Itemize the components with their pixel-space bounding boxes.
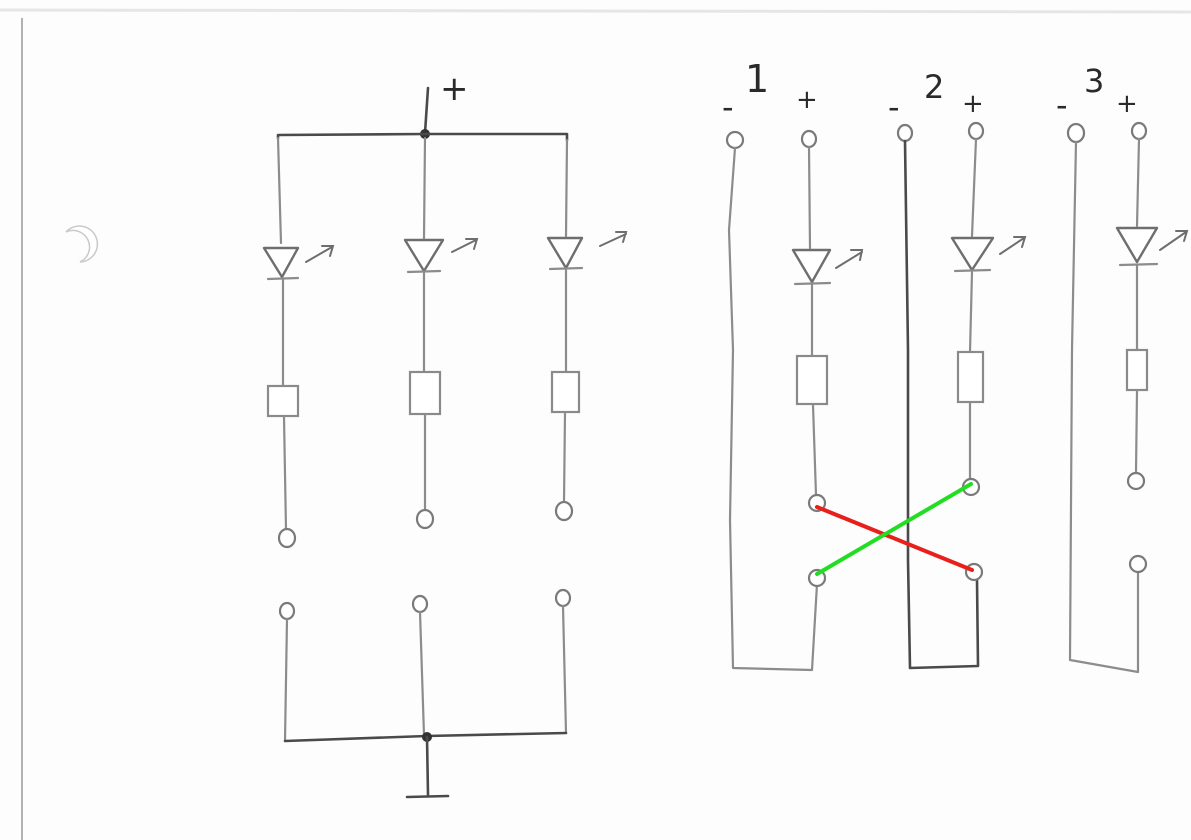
wire bbox=[283, 617, 289, 743]
strip-3-plus-terminal bbox=[1130, 121, 1148, 141]
light-arrow-icon bbox=[305, 245, 335, 263]
terminal bbox=[554, 588, 572, 608]
wire bbox=[418, 610, 426, 737]
strip-3: 3 - + bbox=[1056, 62, 1189, 674]
terminal bbox=[411, 594, 429, 614]
light-arrow-icon bbox=[1159, 230, 1189, 251]
supply-plus-label: + bbox=[440, 69, 469, 109]
strip-1-lower-jumper-terminal bbox=[807, 568, 827, 588]
strip-1-minus-label: - bbox=[722, 88, 734, 126]
top-bus bbox=[276, 132, 569, 142]
wire bbox=[970, 137, 978, 238]
diode-icon bbox=[1115, 226, 1159, 264]
diode-icon bbox=[403, 238, 445, 273]
wire bbox=[811, 403, 818, 497]
strip-2-plus-terminal bbox=[967, 121, 985, 141]
strip-3-minus-label: - bbox=[1056, 86, 1068, 124]
wire bbox=[1134, 389, 1139, 474]
strip-3-plus-label: + bbox=[1116, 89, 1138, 119]
wire bbox=[807, 145, 812, 250]
diode-bar bbox=[548, 266, 584, 271]
paper-top-edge bbox=[0, 8, 1191, 14]
wire bbox=[564, 138, 569, 238]
right-circuit: 1 - + 2 - + bbox=[722, 57, 1189, 674]
strip-1-number: 1 bbox=[745, 57, 769, 101]
wire bbox=[1135, 137, 1141, 228]
ground-lead bbox=[425, 735, 430, 797]
strip-2-plus-label: + bbox=[962, 89, 984, 119]
diode-icon bbox=[262, 246, 300, 279]
left-circuit: + bbox=[262, 69, 628, 799]
resistor bbox=[956, 350, 985, 404]
diode-bar bbox=[1118, 262, 1159, 267]
wire bbox=[282, 415, 288, 532]
diode-icon bbox=[546, 236, 584, 270]
light-arrow-icon bbox=[451, 238, 479, 253]
strip-2-minus-terminal bbox=[896, 123, 914, 143]
strip-1-minus-terminal bbox=[725, 130, 745, 150]
punch-hole bbox=[65, 225, 99, 263]
strip-1-plus-label: + bbox=[796, 85, 818, 115]
diode-bar bbox=[266, 276, 300, 281]
terminal bbox=[278, 601, 296, 621]
left-branch-2 bbox=[403, 136, 479, 530]
left-bottom-bus bbox=[278, 588, 572, 799]
strip-1-return-wire bbox=[727, 146, 819, 672]
wire bbox=[968, 270, 974, 354]
strip-1: 1 - + bbox=[722, 57, 864, 672]
wire bbox=[422, 136, 427, 240]
wire bbox=[561, 604, 568, 735]
wire bbox=[276, 136, 283, 245]
strip-2-number: 2 bbox=[924, 68, 944, 106]
strip-1-plus-terminal bbox=[800, 129, 818, 149]
resistor bbox=[1125, 348, 1149, 392]
resistor bbox=[550, 370, 581, 414]
light-arrow-icon bbox=[599, 231, 628, 247]
left-branch-1 bbox=[262, 136, 335, 549]
strip-3-upper-terminal bbox=[1126, 471, 1146, 491]
terminal bbox=[554, 500, 574, 522]
strip-2-minus-label: - bbox=[888, 88, 900, 126]
diode-bar bbox=[953, 268, 992, 273]
strip-2: 2 - + bbox=[888, 68, 1027, 670]
diode-bar bbox=[406, 269, 442, 274]
wire bbox=[562, 411, 567, 504]
strip-3-minus-terminal bbox=[1066, 122, 1086, 144]
strip-3-return-wire bbox=[1068, 140, 1140, 674]
diode-icon bbox=[950, 236, 995, 272]
strip-2-return-wire bbox=[903, 139, 980, 670]
light-arrow-icon bbox=[999, 236, 1027, 255]
light-arrow-icon bbox=[835, 249, 864, 269]
resistor bbox=[408, 370, 442, 416]
red-jumper bbox=[815, 505, 974, 572]
diode-icon bbox=[791, 248, 832, 284]
terminal bbox=[415, 508, 435, 530]
strip-3-lower-terminal bbox=[1128, 554, 1148, 574]
strip-3-number: 3 bbox=[1084, 62, 1104, 100]
resistor bbox=[795, 354, 829, 406]
left-branch-3 bbox=[546, 138, 628, 522]
terminal bbox=[277, 527, 297, 549]
green-jumper bbox=[815, 482, 973, 576]
resistor bbox=[266, 384, 300, 418]
ground-icon bbox=[405, 794, 450, 799]
diode-bar bbox=[793, 281, 832, 286]
supply-lead bbox=[423, 86, 430, 135]
